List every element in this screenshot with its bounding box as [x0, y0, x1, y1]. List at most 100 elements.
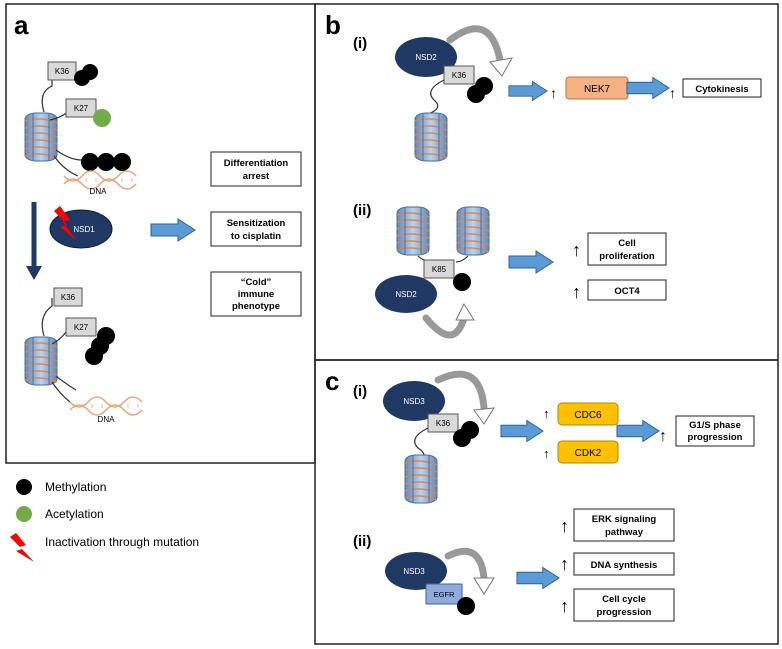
g1s-box [675, 415, 755, 447]
egfr-box [425, 583, 463, 605]
up-arrow-icon: ↑ [550, 85, 557, 101]
nek7-label: NEK7 [584, 84, 611, 95]
cdk2-box [557, 440, 619, 464]
curved-arrow-icon [444, 547, 488, 582]
outcome-text: Cell cycle [602, 594, 646, 605]
egfr-label: EGFR [434, 590, 455, 599]
outcome-text: Sensitization [227, 218, 286, 229]
outcome-text: pathway [605, 527, 644, 538]
panel-b-i-label: (i) [353, 35, 367, 52]
up-arrow-icon: ↑ [669, 85, 676, 101]
dna-label-bottom: DNA [98, 415, 116, 424]
panel-a-down-arrow [26, 202, 42, 280]
panel-c-frame [314, 359, 779, 645]
outcome-text: immune [238, 289, 274, 300]
panel-c-ii-label: (ii) [353, 533, 371, 550]
cell-proliferation-box [587, 232, 667, 266]
curved-arrow-icon [446, 25, 504, 64]
nsd1-enzyme: NSD1 [49, 206, 113, 249]
cdk2-label: CDK2 [575, 448, 602, 459]
outcome-text: progression [597, 607, 652, 618]
panel-a-letter: a [14, 10, 29, 40]
up-arrow-icon: ↑ [572, 282, 581, 302]
up-arrow-icon: ↑ [560, 554, 569, 574]
panel-c-i-label: (i) [353, 383, 367, 400]
methylation-dot [97, 153, 115, 171]
mark-box-k27-bottom [65, 317, 97, 337]
legend-methylation-label: Methylation [45, 480, 106, 494]
methylation-dot [457, 597, 475, 615]
outcome-text: Differentiation [224, 158, 289, 169]
cytokinesis-box [682, 78, 762, 98]
panel-b-ii-label: (ii) [353, 202, 371, 219]
panel-a-arrow [150, 218, 196, 242]
nsd1-label: NSD1 [73, 225, 95, 234]
mark-box-k36-bottom [53, 287, 83, 307]
legend-mutation-icon [10, 533, 34, 562]
panel-c-letter: c [325, 366, 339, 396]
dna-synthesis-box [573, 552, 675, 576]
methylation-dot [82, 64, 98, 80]
outcome-box-cisplatin: Sensitization to cisplatin [210, 211, 302, 247]
mutation-bolt-icon [54, 206, 76, 240]
outcome-text: DNA synthesis [591, 560, 658, 571]
methylation-dot [113, 153, 131, 171]
nsd2-enzyme [395, 37, 457, 77]
curved-arrow-icon [434, 370, 488, 412]
legend-methylation-icon [16, 479, 32, 495]
mark-label-k36-top: K36 [55, 67, 70, 76]
cdc6-label: CDC6 [574, 410, 602, 421]
up-arrow-icon: ↑ [572, 240, 581, 260]
panel-b-ii-diagram: K85 NSD2 ↑ Cell proliferation ↑ OCT4 [375, 206, 667, 339]
outcome-box-cold-immune: “Cold” immune phenotype [210, 271, 302, 317]
outcome-box-differentiation: Differentiation arrest [210, 151, 302, 187]
mark-label-k36-c: K36 [436, 419, 451, 428]
methylation-dot [81, 153, 99, 171]
outcome-text: G1/S phase [689, 420, 741, 431]
nsd2-label-ii: NSD2 [395, 290, 417, 299]
cell-cycle-box [573, 588, 675, 622]
outcome-text: proliferation [599, 251, 655, 262]
mark-label-k36-b: K36 [452, 71, 467, 80]
outcome-text: to cisplatin [231, 231, 281, 242]
mark-label-k85: K85 [432, 265, 447, 274]
panel-b-letter: b [325, 10, 341, 40]
dna-label-top: DNA [90, 187, 108, 196]
outcome-text: arrest [243, 171, 270, 182]
nsd2-enzyme-ii [375, 275, 437, 313]
nsd2-label: NSD2 [415, 53, 437, 62]
up-arrow-icon: ↑ [543, 446, 550, 461]
up-arrow-icon: ↑ [543, 406, 550, 421]
outcome-text: Cell [618, 238, 635, 249]
panel-a-bottom-nucleosome: K36 K27 DNA [24, 287, 143, 424]
outcome-text: “Cold” [241, 277, 272, 288]
cytokinesis-label: Cytokinesis [695, 84, 748, 95]
legend-mutation-label: Inactivation through mutation [45, 535, 199, 549]
nsd3-enzyme-ii [385, 552, 447, 590]
nsd3-label: NSD3 [403, 397, 425, 406]
curved-arrow-icon [422, 314, 468, 339]
panel-b-i-diagram: NSD2 K36 ↑ NEK7 ↑ Cytokinesis [395, 25, 762, 162]
acetylation-dot [93, 109, 111, 127]
mark-label-k36-bottom: K36 [61, 293, 76, 302]
methylation-dot [453, 429, 471, 447]
oct4-box [587, 279, 667, 301]
methylation-dot [453, 273, 471, 291]
outcome-text: phenotype [232, 301, 280, 312]
legend-acetylation-icon [16, 506, 32, 522]
legend: Methylation Acetylation Inactivation thr… [10, 479, 199, 562]
outcome-text: ERK signaling [592, 514, 657, 525]
up-arrow-icon: ↑ [560, 596, 569, 616]
outcome-text: progression [688, 432, 743, 443]
legend-acetylation-label: Acetylation [45, 507, 104, 521]
nsd3-enzyme [383, 381, 445, 421]
cdc6-box [557, 402, 619, 426]
mark-box-k36-top [47, 61, 77, 81]
panel-c-i-diagram: NSD3 K36 ↑ CDC6 ↑ CDK2 ↑ G1/S phase prog… [383, 370, 755, 504]
mark-label-k27-bottom: K27 [74, 323, 89, 332]
panel-c-ii-diagram: NSD3 EGFR ↑ ERK signaling pathway ↑ DNA … [385, 508, 675, 622]
methylation-dot [85, 347, 103, 365]
mark-label-k27-top: K27 [74, 104, 89, 113]
erk-box [573, 508, 675, 542]
mark-box-k27-top [65, 98, 97, 118]
